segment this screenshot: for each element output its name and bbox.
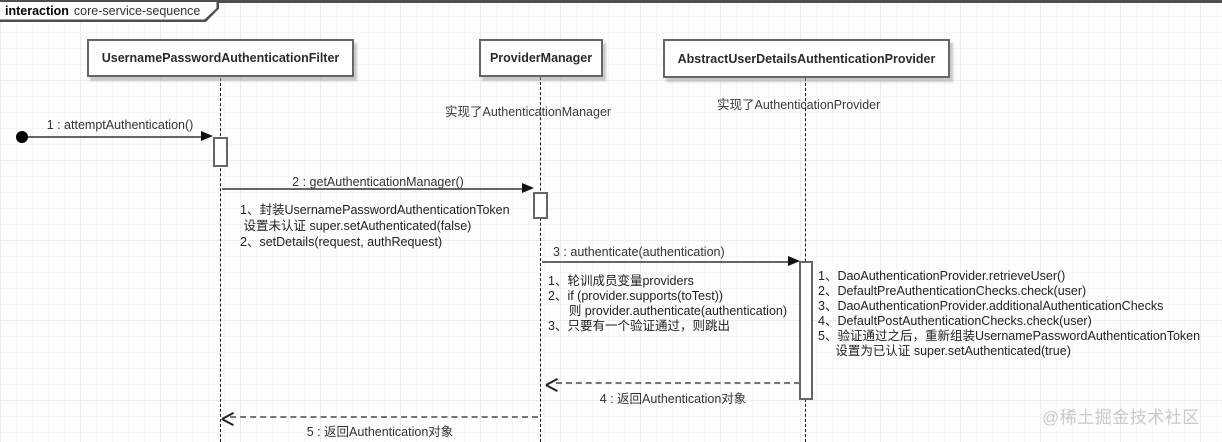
message-5-line [230, 416, 538, 418]
participant-title: UsernamePasswordAuthenticationFilter [101, 51, 340, 65]
message-3-label: 3 : authenticate(authentication) [553, 245, 725, 259]
frame-keyword: interaction [5, 3, 69, 18]
participant-title: AbstractUserDetailsAuthenticationProvide… [677, 51, 936, 66]
message-5-label: 5 : 返回Authentication对象 [306, 425, 454, 439]
activation-filter [213, 137, 228, 167]
message-1-label: 1 : attemptAuthentication() [46, 118, 194, 132]
lifeline-provider [805, 78, 806, 442]
frame-label: interaction core-service-sequence [0, 2, 217, 20]
watermark-juejin: @稀土掘金技术社区 [1042, 408, 1200, 427]
message-2-line [222, 188, 523, 190]
message-3-filled-arrowhead-icon [788, 256, 800, 266]
message-1-line [27, 136, 202, 138]
participant-abstract-user-details-authentication-provider: AbstractUserDetailsAuthenticationProvide… [663, 39, 950, 78]
lifeline-filter [220, 78, 221, 442]
message-3-line [542, 261, 789, 263]
message-4-line [556, 382, 800, 384]
start-node-icon [16, 131, 28, 143]
activation-provider [799, 261, 813, 400]
annotation-provider-manager-steps: 1、轮训成员变量providers 2、if (provider.support… [548, 274, 788, 333]
message-2-filled-arrowhead-icon [522, 183, 534, 193]
participant-provider-manager: ProviderManager [479, 39, 603, 77]
message-4-label: 4 : 返回Authentication对象 [599, 392, 747, 406]
frame-label-tab: interaction core-service-sequence [0, 0, 219, 22]
participant-username-password-authentication-filter: UsernamePasswordAuthenticationFilter [87, 39, 354, 77]
message-2-label: 2 : getAuthenticationManager() [292, 175, 464, 189]
annotation-filter-steps: 1、封装UsernamePasswordAuthenticationToken … [240, 203, 510, 249]
participant-title: ProviderManager [489, 51, 593, 65]
note-implements-authentication-provider: 实现了AuthenticationProvider [717, 98, 881, 112]
frame-name: core-service-sequence [73, 3, 201, 18]
frame-top-border [0, 0, 1222, 3]
message-1-filled-arrowhead-icon [201, 131, 213, 141]
note-implements-authentication-manager: 实现了AuthenticationManager [445, 105, 612, 119]
annotation-provider-steps: 1、DaoAuthenticationProvider.retrieveUser… [818, 269, 1201, 358]
activation-provider-manager [533, 192, 548, 219]
lifeline-provider-manager [540, 77, 541, 442]
